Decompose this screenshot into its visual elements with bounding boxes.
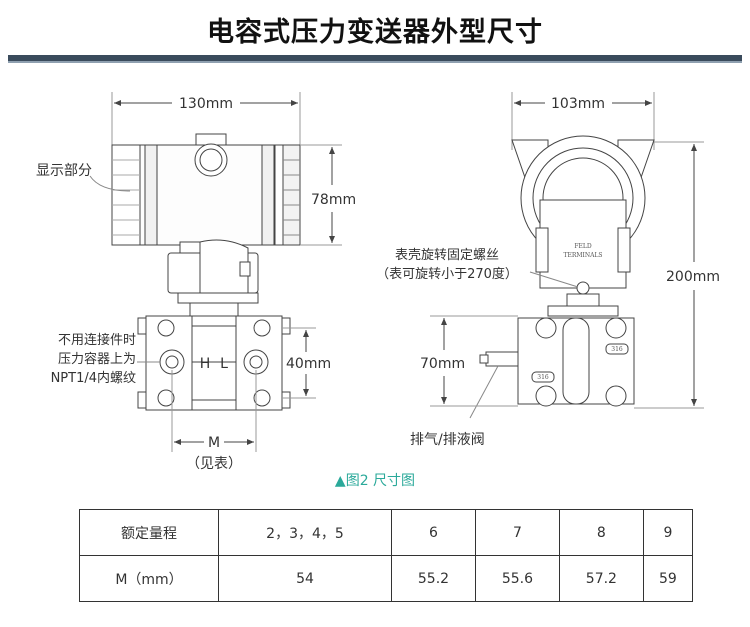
display-label: 显示部分 <box>36 163 92 179</box>
right-view <box>430 92 704 419</box>
range-header: 额定量程 <box>79 509 219 556</box>
low-side-label: L <box>220 356 228 372</box>
connection-note-line-1: 不用连接件时 <box>58 332 136 348</box>
left-height-dim: 78mm <box>311 192 356 208</box>
plate-line-2: TERMINALS <box>563 252 602 259</box>
triangle-icon: ▲ <box>334 473 346 489</box>
title-underline <box>8 55 742 61</box>
vent-label: 排气/排液阀 <box>410 432 485 448</box>
title-underline-light <box>8 61 742 63</box>
lower-dim: 70mm <box>420 356 465 372</box>
table-cell: 57.2 <box>558 555 644 602</box>
m-header: M（mm） <box>79 555 219 602</box>
connection-note-line-3: NPT1/4内螺纹 <box>51 370 136 386</box>
connection-note-line-2: 压力容器上为 <box>58 351 136 367</box>
plate-line-1: FELD <box>574 243 592 250</box>
housing-note-2: （表可旋转小于270度） <box>376 266 518 282</box>
m-note: （见表） <box>186 456 242 470</box>
right-width-dim: 103mm <box>551 96 605 112</box>
table-cell: 7 <box>474 509 560 556</box>
figure-caption: ▲图2 尺寸图 <box>0 470 750 490</box>
spec-table: 额定量程 2，3，4，5 6 7 8 9 M（mm） 54 55.2 55.6 … <box>79 509 694 602</box>
page-title: 电容式压力变送器外型尺寸 <box>207 17 543 48</box>
high-side-label: H <box>200 356 211 372</box>
table-cell: 6 <box>391 509 476 556</box>
table-row: 额定量程 2，3，4，5 6 7 8 9 <box>79 509 694 556</box>
left-view <box>89 92 342 452</box>
table-cell: 59 <box>642 555 694 602</box>
bolt-mark-left: 316 <box>537 374 549 381</box>
left-width-dim: 130mm <box>179 96 233 112</box>
table-cell: 55.2 <box>391 555 476 602</box>
figure-caption-text: 图2 尺寸图 <box>345 473 416 489</box>
table-row: M（mm） 54 55.2 55.6 57.2 59 <box>79 555 694 602</box>
dimension-drawing: 130mm 显示部分 78mm 不用连接件时 压力容器上为 NPT1/4内螺纹 … <box>36 92 720 470</box>
right-height-dim: 200mm <box>666 269 720 285</box>
housing-note-1: 表壳旋转固定螺丝 <box>395 248 499 263</box>
table-cell: 9 <box>642 509 694 556</box>
table-cell: 8 <box>558 509 644 556</box>
m-label: M <box>208 435 220 451</box>
table-cell: 54 <box>218 555 392 602</box>
flange-dim: 40mm <box>286 356 331 372</box>
table-cell: 2，3，4，5 <box>218 509 392 556</box>
table-cell: 55.6 <box>474 555 560 602</box>
bolt-mark-right: 316 <box>611 346 623 353</box>
